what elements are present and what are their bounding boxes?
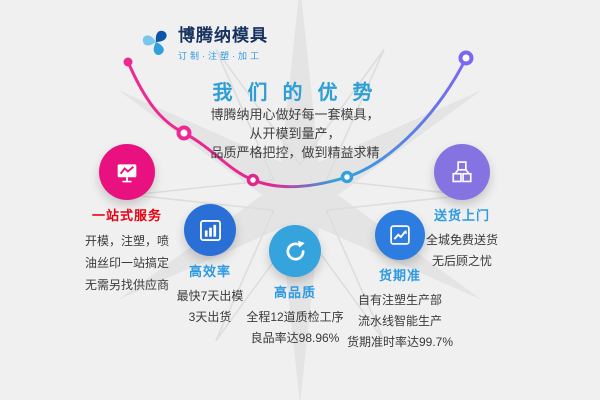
advantage-description: 自有注塑生产部 流水线智能生产 货期准时率达99.7% [325, 290, 475, 353]
curve-dot-start [123, 57, 133, 67]
intro-line: 博腾纳用心做好每一套模具， [210, 107, 380, 122]
refresh-arrows-icon [286, 240, 305, 260]
advantage-description: 全城免费送货 无后顾之忧 [402, 230, 522, 272]
brand-tagline: 订制·注塑·加工 [178, 50, 262, 61]
one-stop-service-circle [99, 144, 155, 200]
curve-dot-end [458, 50, 474, 66]
page-title: 我 们 的 优 势 [212, 82, 378, 104]
stacked-boxes-icon [452, 161, 472, 183]
brand-name: 博腾纳模具 [178, 26, 268, 45]
description-line: 流水线智能生产 [357, 314, 442, 328]
pinwheel-drop-logo-icon [142, 30, 167, 56]
presentation-chart-icon [117, 164, 137, 183]
high-quality-circle [269, 225, 321, 277]
description-line: 全城免费送货 [425, 233, 498, 247]
description-line: 无后顾之忧 [431, 254, 492, 268]
curve-dot-2 [246, 173, 260, 187]
intro-line: 从开模到量产， [249, 126, 341, 141]
home-delivery-circle [434, 144, 490, 200]
bar-chart-icon [199, 219, 221, 241]
curve-dot-3 [340, 170, 354, 184]
brand-logo: 博腾纳模具 订制·注塑·加工 [141, 26, 268, 62]
description-line: 自有注塑生产部 [357, 293, 442, 307]
advantage-home-delivery: 送货上门 全城免费送货 无后顾之忧 [402, 144, 522, 272]
advantage-label: 送货上门 [433, 208, 490, 223]
high-efficiency-circle [184, 204, 236, 256]
description-line: 货期准时率达99.7% [346, 335, 454, 349]
